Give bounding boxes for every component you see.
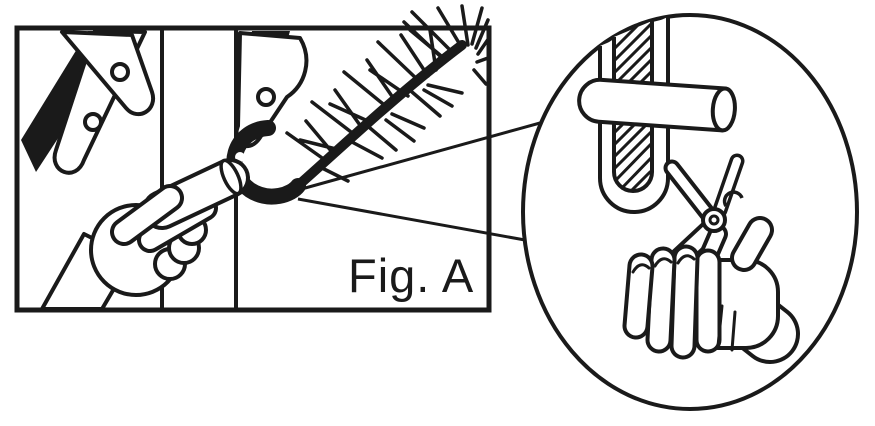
pliers-spring bbox=[722, 190, 744, 207]
clip-blade-short bbox=[60, 30, 156, 116]
magnified-detail-circle bbox=[521, 13, 859, 411]
finger-fill bbox=[626, 256, 651, 336]
callout-line-upper bbox=[297, 121, 541, 192]
callout-line-lower bbox=[297, 197, 526, 242]
branch-stub-cylinder bbox=[577, 77, 737, 133]
rivet bbox=[256, 87, 276, 107]
instruction-panel: Fig. A bbox=[14, 4, 492, 313]
stub-body bbox=[577, 77, 728, 133]
rivet bbox=[83, 112, 103, 132]
finger-fill bbox=[673, 248, 696, 356]
knuckle-lines bbox=[631, 254, 696, 274]
pine-needles bbox=[285, 4, 491, 183]
rivet bbox=[110, 62, 130, 82]
cuff-lines bbox=[716, 304, 737, 352]
branch-hinge-clip-left bbox=[52, 29, 156, 175]
pliers-pivot bbox=[701, 207, 727, 233]
figure-label: Fig. A bbox=[348, 249, 474, 302]
thumb-fill bbox=[734, 220, 770, 268]
hand-holding-pliers bbox=[622, 216, 800, 364]
pine-branch bbox=[285, 4, 491, 195]
pliers-jaw-left-fill bbox=[667, 163, 713, 219]
finger-fill bbox=[649, 250, 673, 350]
pin-end-cap bbox=[219, 158, 243, 196]
hand-inserting-branch-pin bbox=[40, 158, 250, 311]
thumb-fill bbox=[114, 188, 180, 242]
pliers-pivot-hole bbox=[708, 214, 720, 226]
callout-wedge bbox=[297, 121, 541, 242]
stub-end-cap bbox=[710, 86, 737, 133]
